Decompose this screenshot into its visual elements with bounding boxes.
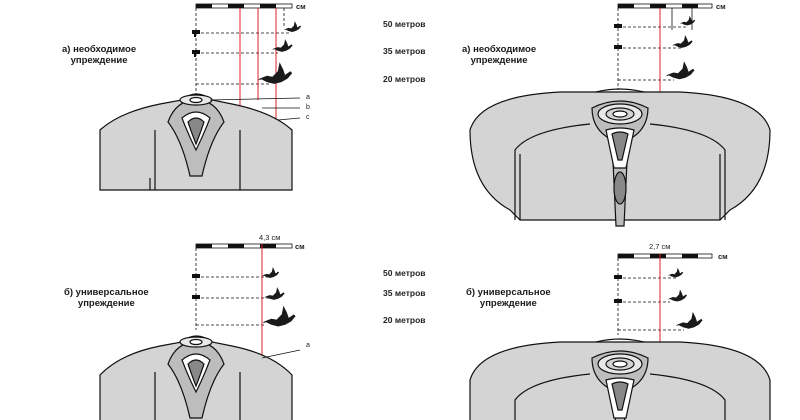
panel-bottom-left [99,243,301,420]
duck-silhouette-icon [668,289,687,302]
measurement-bottom-right: 2,7 см [649,242,671,251]
scale-ruler-bottom-right [617,253,713,259]
gun-rib-bottom-right [469,338,771,420]
distance-label-50-top: 50 метров [383,19,426,29]
sight-line-label-a: a [306,94,310,101]
duck-silhouette-icon [672,35,693,48]
measurement-bottom-left: 4,3 см [259,233,281,242]
distance-label-50-bottom: 50 метров [383,268,426,278]
distance-label-35-bottom: 35 метров [383,288,426,298]
duck-silhouette-icon [262,267,280,278]
scale-ruler-top-left [195,3,293,9]
gun-rib-top-right [469,88,771,227]
scale-unit-top-left: см [296,2,306,11]
distance-label-35-top: 35 метров [383,46,426,56]
scale-unit-top-right: см [716,2,726,11]
duck-silhouette-icon [272,39,293,52]
gun-rib-top-left [99,93,293,191]
duck-silhouette-icon [284,21,302,32]
duck-silhouette-icon [680,15,696,26]
distance-label-20-top: 20 метров [383,74,426,84]
panel-bottom-right [469,253,771,420]
duck-silhouette-icon [668,267,684,278]
distance-label-20-bottom: 20 метров [383,315,426,325]
duck-silhouette-icon [258,62,293,84]
scale-unit-bottom-right: см [718,252,728,261]
sight-line-label-a-bottom: a [306,342,310,349]
duck-silhouette-icon [666,61,695,80]
scale-unit-bottom-left: см [295,242,305,251]
sight-line-label-c: c [306,114,310,121]
sight-line-label-b: b [306,104,310,111]
scale-ruler-top-right [617,3,713,9]
gun-rib-bottom-left [99,335,293,420]
duck-silhouette-icon [676,311,703,329]
duck-silhouette-icon [262,305,296,327]
panel-top-right [469,3,771,227]
panel-top-left [99,3,302,191]
scale-ruler-bottom-left [195,243,293,249]
